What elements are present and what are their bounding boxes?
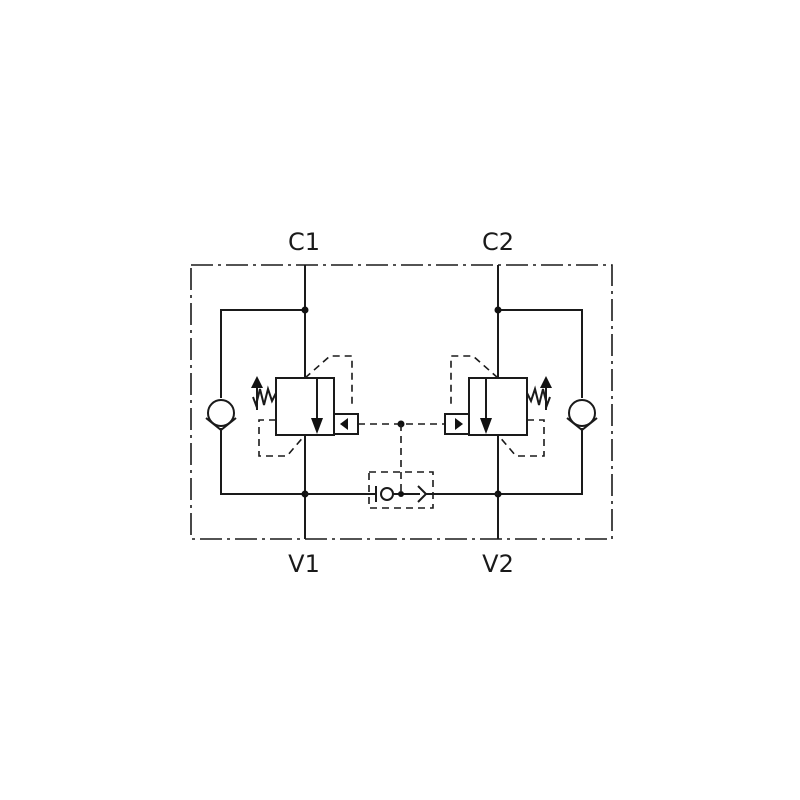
left-pilot-arrow-icon: [340, 418, 348, 430]
left-flow-arrow-head: [311, 418, 323, 434]
right-pilot-line-lower: [497, 419, 545, 457]
port-label-v2: V2: [482, 550, 514, 578]
left-pilot-line-upper: [304, 355, 353, 408]
right-check-valve: [566, 399, 598, 432]
right-junction-top: [494, 306, 502, 314]
shuttle-ball: [380, 487, 394, 501]
left-bypass-lower: [220, 428, 305, 495]
left-check-valve: [205, 399, 237, 432]
center-pilot-network: [305, 420, 498, 509]
right-pilot-line-upper: [450, 355, 499, 408]
right-pilot-arrow-icon: [455, 418, 463, 430]
left-pilot-line-lower: [258, 419, 306, 457]
right-flow-arrow-head: [480, 418, 492, 434]
right-bypass-upper: [498, 309, 583, 398]
port-label-c1: C1: [288, 228, 320, 256]
port-label-c2: C2: [482, 228, 514, 256]
left-circuit: [205, 265, 359, 539]
right-circuit: [444, 265, 598, 539]
shuttle-seat-right-icon: [417, 485, 428, 503]
port-label-v1: V1: [288, 550, 320, 578]
right-bypass-lower: [498, 428, 583, 495]
shuttle-junction: [398, 491, 404, 497]
left-bypass-upper: [220, 309, 305, 398]
left-junction-top: [301, 306, 309, 314]
shuttle-valve-box: [368, 471, 434, 509]
right-adjustable-spring: [526, 376, 552, 410]
right-valve-body: [468, 377, 528, 436]
left-valve-body: [275, 377, 335, 436]
left-adjustable-spring: [251, 376, 277, 410]
valve-enclosure-boundary: [190, 264, 613, 540]
